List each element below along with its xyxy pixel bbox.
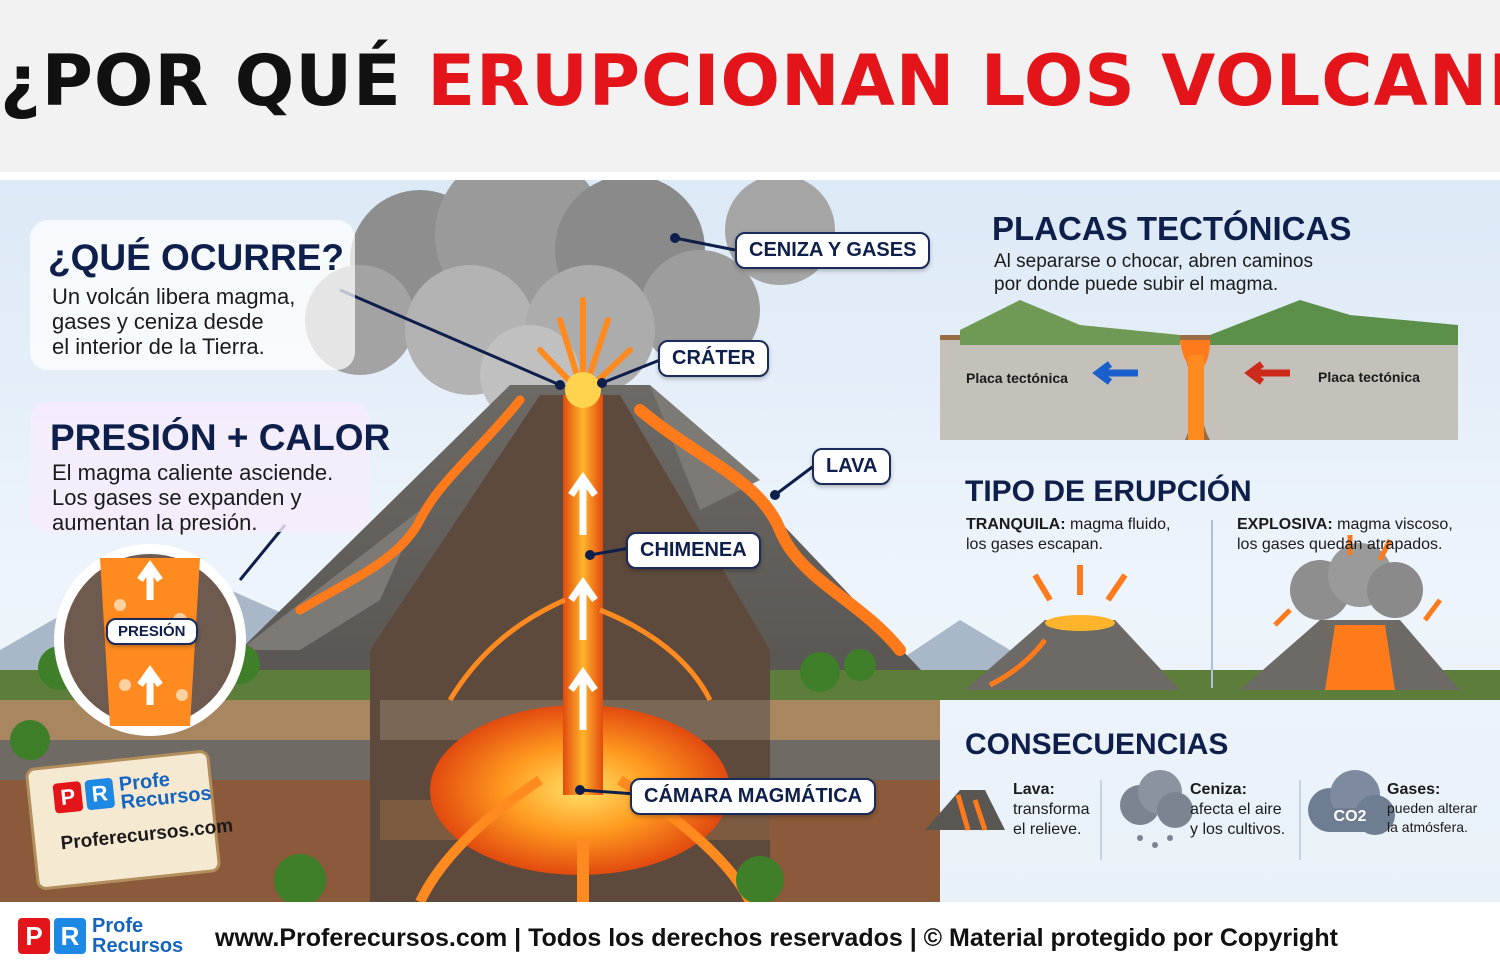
consecuencia-line: transforma	[1013, 801, 1090, 818]
leader-lines	[238, 236, 816, 796]
title-part-2: ERUPCIONAN LOS VOLCANES	[427, 40, 1500, 122]
arrow-up-icon	[568, 471, 598, 535]
label-chimenea: CHIMENEA	[626, 532, 761, 569]
placas-line: Al separarse o chocar, abren caminos	[994, 251, 1313, 272]
que-ocurre-line: el interior de la Tierra.	[52, 334, 265, 359]
page-title: ¿POR QUÉ ERUPCIONAN LOS VOLCANES?	[0, 40, 1500, 122]
quiet-eruption-illustration	[965, 565, 1180, 690]
explosiva-line-2: los gases quedan atrapados.	[1237, 536, 1443, 553]
consecuencia-lava: Lava: transforma el relieve.	[1013, 780, 1089, 840]
tipo-tranquila: TRANQUILA: magma fluido, los gases escap…	[966, 515, 1170, 555]
lava-flow-right	[634, 404, 906, 656]
lava-flow-left	[295, 395, 525, 615]
arrow-up-icon	[568, 576, 598, 640]
plate-label-left: Placa tectónica	[966, 370, 1068, 386]
footer-logo-r: R	[54, 918, 86, 954]
placas-text: Al separarse o chocar, abren caminos por…	[994, 250, 1313, 296]
explosiva-key: EXPLOSIVA:	[1237, 516, 1333, 533]
footer-logo-p: P	[18, 918, 50, 954]
explosive-eruption-illustration	[1240, 535, 1460, 690]
que-ocurre-line: gases y ceniza desde	[52, 309, 264, 334]
sign-logo-r: R	[84, 777, 116, 811]
consecuencia-title: Lava:	[1013, 781, 1055, 798]
que-ocurre-card: ¿QUÉ OCURRE? Un volcán libera magma, gas…	[30, 220, 355, 370]
lava-rock-icon	[925, 790, 1005, 831]
consecuencias-heading: CONSECUENCIAS	[965, 728, 1229, 761]
label-crater: CRÁTER	[658, 340, 770, 377]
label-ceniza-gases: CENIZA Y GASES	[735, 232, 931, 269]
volcano-scene	[0, 180, 1500, 902]
presion-calor-line: Los gases se expanden y	[52, 485, 302, 510]
arrow-up-icon	[137, 664, 163, 705]
volcano-illustration: ¿QUÉ OCURRE? Un volcán libera magma, gas…	[0, 180, 1500, 902]
presion-calor-heading: PRESIÓN + CALOR	[50, 417, 391, 458]
consecuencia-title: Gases:	[1387, 781, 1441, 798]
arrow-left-icon	[1244, 361, 1290, 385]
presion-badge: PRESIÓN	[106, 618, 198, 645]
label-lava: LAVA	[812, 448, 892, 485]
arrow-up-icon	[137, 559, 163, 600]
title-bar: ¿POR QUÉ ERUPCIONAN LOS VOLCANES?	[0, 0, 1500, 172]
arrow-left-icon	[1092, 361, 1138, 385]
sign-logo-p: P	[52, 780, 84, 814]
presion-calor-text: El magma caliente asciende. Los gases se…	[52, 460, 333, 535]
que-ocurre-line: Un volcán libera magma,	[52, 284, 296, 309]
co2-badge: CO2	[1333, 808, 1367, 825]
footer-copyright[interactable]: www.Proferecursos.com | Todos los derech…	[215, 924, 1338, 952]
label-camara-magmatica: CÁMARA MAGMÁTICA	[630, 778, 877, 815]
placas-heading: PLACAS TECTÓNICAS	[992, 210, 1352, 247]
tectonic-diagram	[940, 300, 1458, 440]
presion-calor-card: PRESIÓN + CALOR El magma caliente ascien…	[30, 402, 390, 535]
tipo-heading: TIPO DE ERUPCIÓN	[965, 475, 1252, 508]
tranquila-rest: magma fluido,	[1065, 516, 1171, 533]
title-part-1: ¿POR QUÉ	[0, 40, 428, 122]
consecuencia-line: pueden alterar	[1387, 800, 1478, 816]
footer-logo-word-2: Recursos	[92, 935, 184, 957]
tranquila-key: TRANQUILA:	[966, 516, 1066, 533]
explosiva-rest: magma viscoso,	[1332, 516, 1453, 533]
arrow-up-icon	[568, 666, 598, 730]
footer: P R Profe Recursos www.Proferecursos.com…	[0, 902, 1500, 972]
tranquila-line-2: los gases escapan.	[966, 536, 1103, 553]
tipo-explosiva: EXPLOSIVA: magma viscoso, los gases qued…	[1237, 515, 1453, 555]
consecuencia-line: la atmósfera.	[1387, 819, 1468, 835]
footer-logo-word-1: Profe	[92, 915, 144, 937]
presion-calor-line: aumentan la presión.	[52, 510, 258, 535]
consecuencia-line: afecta el aire	[1190, 801, 1282, 818]
consecuencia-line: el relieve.	[1013, 821, 1082, 838]
plate-label-right: Placa tectónica	[1318, 369, 1420, 385]
consecuencia-line: y los cultivos.	[1190, 821, 1286, 838]
ash-cloud-icon	[1120, 770, 1193, 848]
placas-line: por donde puede subir el magma.	[994, 274, 1279, 295]
co2-cloud-icon	[1308, 770, 1395, 835]
consecuencia-gases: Gases: pueden alterar la atmósfera.	[1387, 780, 1477, 837]
que-ocurre-heading: ¿QUÉ OCURRE?	[48, 237, 344, 278]
consecuencia-title: Ceniza:	[1190, 781, 1247, 798]
consecuencia-ceniza: Ceniza: afecta el aire y los cultivos.	[1190, 780, 1285, 840]
que-ocurre-text: Un volcán libera magma, gases y ceniza d…	[52, 284, 295, 359]
presion-calor-line: El magma caliente asciende.	[52, 460, 334, 485]
eruption-fountain	[537, 297, 633, 398]
